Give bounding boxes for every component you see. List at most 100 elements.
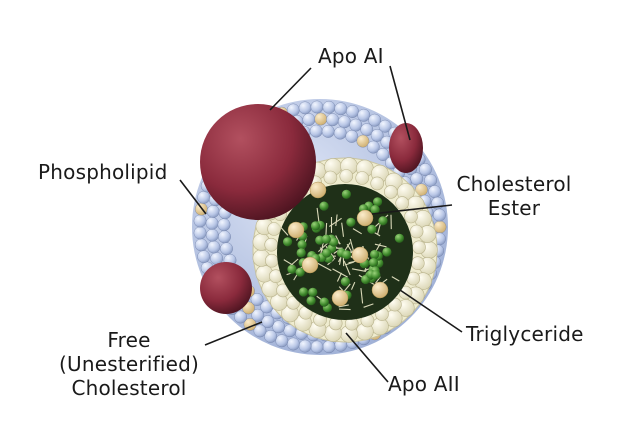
apo-ai-protein <box>200 104 316 220</box>
label-free-cholesterol-line2: (Unesterified) <box>59 352 199 376</box>
phospholipid-head <box>309 124 323 138</box>
lipid-tail <box>343 260 351 276</box>
triglyceride-molecule <box>295 267 305 277</box>
lipid-tail <box>338 308 351 311</box>
phospholipid-head <box>333 126 347 140</box>
leader-lines <box>179 65 463 383</box>
lipid-tail <box>360 288 364 304</box>
lipid-tail <box>335 235 341 245</box>
phospholipid-head <box>286 337 300 351</box>
triglyceride-molecule <box>340 277 350 287</box>
lipid-tail <box>391 276 400 282</box>
triglyceride-molecule <box>319 297 329 307</box>
phospholipid-head <box>428 185 442 199</box>
phospholipid-head <box>357 108 371 122</box>
label-free-cholesterol: Free (Unesterified) Cholesterol <box>46 328 212 400</box>
phospholipid-inner-head <box>355 171 370 185</box>
phospholipid-head <box>370 128 384 142</box>
triglyceride-molecule <box>297 240 307 250</box>
phospholipid-inner-head <box>395 196 410 210</box>
label-triglyceride: Triglyceride <box>466 322 584 346</box>
apo-ai-line-1 <box>269 67 312 111</box>
cholesterol-ester-molecule <box>301 256 319 274</box>
phospholipid-head <box>337 115 351 129</box>
lipid-tail <box>276 222 289 236</box>
label-cholesterol-ester-line1: Cholesterol <box>456 172 572 196</box>
free-cholesterol-line <box>204 321 263 346</box>
lipid-tail <box>336 272 342 282</box>
lipid-tail <box>338 304 349 308</box>
label-phospholipid-text: Phospholipid <box>38 160 168 184</box>
label-apo-aii: Apo AII <box>388 372 460 396</box>
lipid-tail <box>332 268 348 278</box>
apo-aii-protein <box>200 262 252 314</box>
phospholipid-head <box>410 172 424 186</box>
cholesterol-ester-molecule <box>356 209 374 227</box>
phospholipid-head <box>432 208 446 222</box>
triglyceride-molecule <box>371 270 381 280</box>
triglyceride-molecule <box>346 217 356 227</box>
triglyceride-molecule <box>370 249 380 260</box>
phospholipid-head <box>217 218 231 232</box>
triglyceride-molecule <box>287 264 297 274</box>
label-apo-ai-text: Apo AI <box>318 44 384 68</box>
label-apo-ai: Apo AI <box>318 44 384 68</box>
label-apo-aii-text: Apo AII <box>388 372 460 396</box>
phospholipid-head <box>366 140 380 154</box>
phospholipid-inner-head <box>339 169 354 183</box>
lipid-tail <box>374 243 387 248</box>
phospholipid-inner-head <box>264 237 279 252</box>
phospholipid-inner-head <box>412 240 426 255</box>
triglyceride-molecule <box>310 221 321 231</box>
phospholipid-head <box>264 329 277 343</box>
phospholipid-head <box>275 334 289 348</box>
phospholipid-inner-head <box>323 170 338 185</box>
phospholipid-head <box>346 105 359 118</box>
phospholipid-head <box>349 118 363 132</box>
phospholipid-head <box>360 123 374 137</box>
lipid-tail <box>341 222 345 237</box>
phospholipid-head <box>322 100 336 114</box>
apo-ai-line-2 <box>389 65 411 141</box>
free-cholesterol-molecule <box>356 134 370 148</box>
label-phospholipid: Phospholipid <box>38 160 167 184</box>
label-free-cholesterol-line3: Cholesterol <box>71 376 187 400</box>
triglyceride-molecule <box>370 205 380 215</box>
label-triglyceride-text: Triglyceride <box>466 322 584 346</box>
phospholipid-head <box>310 340 324 354</box>
phospholipid-head <box>251 308 265 322</box>
phospholipid-head <box>418 163 432 177</box>
phospholipid-inner-head <box>383 185 398 199</box>
triglyceride-molecule <box>321 234 331 244</box>
lipid-tail <box>351 268 367 272</box>
phospholipid-head <box>197 190 211 204</box>
phospholipid-inner-head <box>267 222 281 236</box>
phospholipid-head <box>250 293 264 306</box>
phospholipid-head <box>234 310 248 324</box>
phospholipid-inner-head <box>409 224 424 239</box>
label-free-cholesterol-line1: Free <box>107 328 151 352</box>
phospholipid-head <box>207 240 221 254</box>
phospholipid-head <box>310 100 324 114</box>
triglyceride-molecule <box>322 248 332 258</box>
phospholipid-head <box>321 124 335 138</box>
lipid-tail <box>352 228 362 235</box>
phospholipid-line <box>179 179 207 215</box>
phospholipid-head <box>345 129 359 143</box>
triglyceride-molecule <box>373 197 383 207</box>
cholesterol-ester-molecule <box>309 181 327 199</box>
phospholipid-inner-head <box>410 256 425 271</box>
apo-ai-protein-2 <box>389 123 423 173</box>
phospholipid-head <box>378 119 392 133</box>
phospholipid-head <box>193 214 207 228</box>
triglyceride-molecule <box>368 258 379 268</box>
phospholipid-head <box>218 230 231 244</box>
triglyceride-molecule <box>341 189 351 199</box>
phospholipid-head <box>194 238 208 252</box>
phospholipid-head <box>193 226 207 240</box>
triglyceride-molecule <box>308 287 318 297</box>
triglyceride-molecule <box>306 296 316 306</box>
cholesterol-ester-molecule <box>351 246 369 264</box>
triglyceride-molecule <box>319 201 329 211</box>
